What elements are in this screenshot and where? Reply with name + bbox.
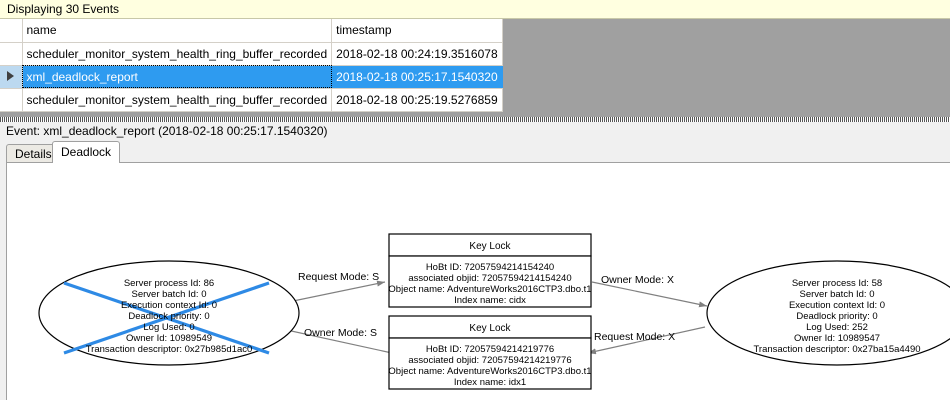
resource-node-bottom[interactable]: Key Lock HoBt ID: 72057594214219776 asso… bbox=[388, 315, 592, 390]
process-right-line-3: Deadlock priority: 0 bbox=[796, 311, 877, 322]
resource-top-body-box bbox=[388, 255, 592, 308]
tab-details-label: Details bbox=[15, 147, 52, 161]
edge-label-left-to-top: Request Mode: S bbox=[298, 271, 379, 283]
process-left-line-3: Deadlock priority: 0 bbox=[128, 311, 209, 322]
row-selector-arrow-icon bbox=[7, 70, 15, 81]
table-row[interactable]: xml_deadlock_report 2018-02-18 00:25:17.… bbox=[0, 65, 503, 89]
displaying-events-label: Displaying 30 Events bbox=[7, 2, 120, 16]
cell-name[interactable]: scheduler_monitor_system_health_ring_buf… bbox=[22, 42, 333, 66]
process-left-line-1: Server batch Id: 0 bbox=[132, 289, 207, 300]
cell-name[interactable]: xml_deadlock_report bbox=[22, 65, 333, 89]
resource-bottom-line-0: HoBt ID: 72057594214219776 bbox=[426, 344, 554, 355]
column-header-name[interactable]: name bbox=[22, 19, 333, 43]
cell-timestamp[interactable]: 2018-02-18 00:24:19.3516078 bbox=[331, 42, 503, 66]
edge-bottom-to-left: Owner Mode: S bbox=[272, 325, 393, 354]
tab-details[interactable]: Details bbox=[6, 144, 61, 163]
tab-deadlock-label: Deadlock bbox=[61, 145, 112, 159]
table-row[interactable]: scheduler_monitor_system_health_ring_buf… bbox=[0, 88, 503, 112]
edge-line bbox=[272, 325, 393, 354]
cell-timestamp[interactable]: 2018-02-18 00:25:17.1540320 bbox=[331, 65, 503, 89]
resource-top-line-1: associated objid: 72057594214154240 bbox=[408, 273, 571, 284]
deadlock-graph[interactable]: Request Mode: S Owner Mode: X Owner Mode… bbox=[7, 163, 950, 400]
edge-line bbox=[587, 326, 706, 355]
edge-label-top-to-right: Owner Mode: X bbox=[601, 274, 674, 286]
process-left-line-5: Owner Id: 10989549 bbox=[126, 333, 212, 344]
victim-cross-icon bbox=[63, 281, 270, 355]
resource-top-line-2: Object name: AdventureWorks2016CTP3.dbo.… bbox=[388, 284, 591, 295]
resource-top-line-3: Index name: cidx bbox=[454, 295, 526, 306]
process-right-line-0: Server process Id: 58 bbox=[792, 278, 882, 289]
resource-node-top[interactable]: Key Lock HoBt ID: 72057594214154240 asso… bbox=[388, 233, 592, 308]
row-selector[interactable] bbox=[0, 88, 23, 112]
events-grid-header-row: name timestamp bbox=[0, 19, 503, 43]
resource-top-title: Key Lock bbox=[469, 241, 511, 252]
process-left-line-6: Transaction descriptor: 0x27b985d1ac0 bbox=[86, 344, 253, 355]
events-grid-region: name timestamp scheduler_monitor_system_… bbox=[0, 19, 950, 117]
resource-bottom-line-3: Index name: idx1 bbox=[454, 377, 526, 388]
displaying-events-banner: Displaying 30 Events bbox=[0, 0, 950, 19]
resource-bottom-line-2: Object name: AdventureWorks2016CTP3.dbo.… bbox=[388, 366, 591, 377]
row-selector[interactable] bbox=[0, 65, 23, 89]
resource-top-line-0: HoBt ID: 72057594214154240 bbox=[426, 262, 554, 273]
edge-right-to-bottom: Request Mode: X bbox=[587, 326, 706, 355]
process-right-line-1: Server batch Id: 0 bbox=[800, 289, 875, 300]
process-left-line-2: Execution context Id: 0 bbox=[121, 300, 217, 311]
resource-bottom-line-1: associated objid: 72057594214219776 bbox=[408, 355, 571, 366]
process-right-line-6: Transaction descriptor: 0x27ba15a4490 bbox=[753, 344, 920, 355]
tab-deadlock[interactable]: Deadlock bbox=[52, 141, 121, 163]
process-node-right[interactable]: Server process Id: 58 Server batch Id: 0… bbox=[706, 260, 950, 366]
events-grid[interactable]: name timestamp scheduler_monitor_system_… bbox=[0, 19, 503, 112]
edge-top-to-right: Owner Mode: X bbox=[591, 274, 708, 308]
edge-label-right-to-bottom: Request Mode: X bbox=[594, 331, 675, 343]
resource-bottom-body-box bbox=[388, 337, 592, 390]
resource-bottom-title: Key Lock bbox=[469, 323, 511, 334]
process-node-left[interactable]: Server process Id: 86 Server batch Id: 0… bbox=[38, 260, 300, 366]
horizontal-splitter[interactable] bbox=[0, 117, 950, 122]
process-left-line-0: Server process Id: 86 bbox=[124, 278, 214, 289]
column-header-timestamp[interactable]: timestamp bbox=[331, 19, 503, 43]
event-header-label: Event: xml_deadlock_report (2018-02-18 0… bbox=[6, 124, 328, 138]
table-row[interactable]: scheduler_monitor_system_health_ring_buf… bbox=[0, 42, 503, 66]
process-right-line-4: Log Used: 252 bbox=[806, 322, 868, 333]
process-right-line-2: Execution context Id: 0 bbox=[789, 300, 885, 311]
edge-label-bottom-to-left: Owner Mode: S bbox=[304, 327, 377, 339]
cell-name[interactable]: scheduler_monitor_system_health_ring_buf… bbox=[22, 88, 333, 112]
tab-strip: Details Deadlock bbox=[0, 141, 950, 163]
process-node-ellipse bbox=[706, 260, 950, 366]
cell-timestamp[interactable]: 2018-02-18 00:25:19.5276859 bbox=[331, 88, 503, 112]
process-left-line-4: Log Used: 0 bbox=[143, 322, 194, 333]
process-right-line-5: Owner Id: 10989547 bbox=[794, 333, 880, 344]
edge-line bbox=[591, 281, 708, 308]
deadlock-graph-panel[interactable]: Request Mode: S Owner Mode: X Owner Mode… bbox=[6, 162, 950, 400]
event-header: Event: xml_deadlock_report (2018-02-18 0… bbox=[0, 122, 950, 140]
row-selector[interactable] bbox=[0, 42, 23, 66]
column-header-selector bbox=[0, 19, 23, 43]
